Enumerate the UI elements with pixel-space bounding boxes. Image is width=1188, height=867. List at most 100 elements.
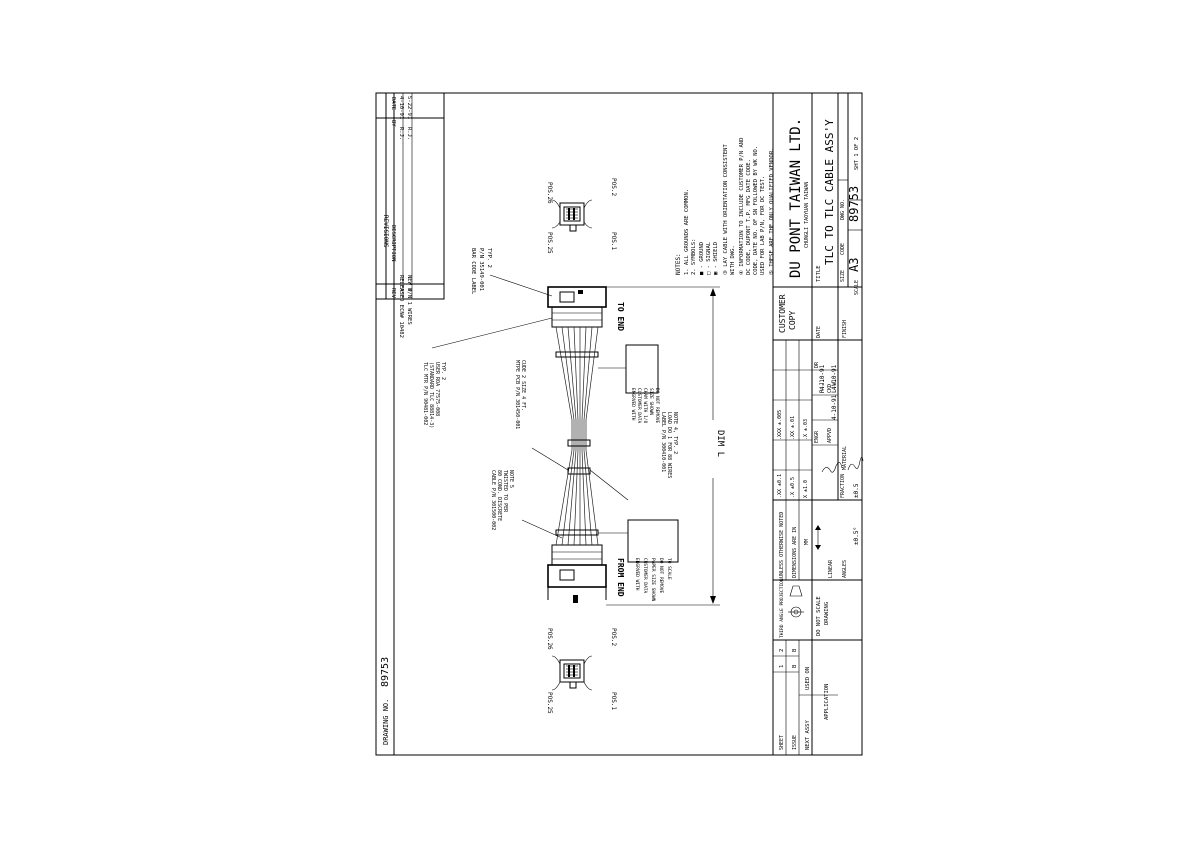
issue-row-issue-label: ISSUE: [792, 735, 798, 750]
application-label: APPLICATION: [824, 684, 830, 720]
tolerance-note: DIMENSIONS ARE IN: [792, 527, 798, 578]
bottom-pos-1: POS.1: [610, 692, 617, 710]
sheet-val-2: 2: [779, 649, 785, 652]
date-label: DATE: [816, 326, 822, 338]
callout-cable: CABLE P/N 301500-002 80 COND. DISCRETE T…: [490, 470, 563, 539]
bar-code-2: P/N 35149-001: [478, 248, 484, 291]
title-block: DU PONT TAIWAN LTD. CHUNGLI TAOYUAN TAIW…: [772, 92, 864, 756]
label-pn-2: LOAD DO 1 FOR 88 WIRES: [666, 412, 672, 478]
bar-code-1: BAR CODE LABEL: [470, 248, 476, 295]
customer-label-box-bottom: ENGRVED WITH CUSTOMER DATA PAPER SIZE SH…: [598, 519, 679, 602]
angles-value: ±0.5°: [853, 527, 860, 545]
cable-tie-2: [567, 467, 591, 475]
callout-label-pn: LABEL P/N 300410-001 LOAD DO 1 FOR 88 WI…: [589, 412, 678, 501]
mm-value-3: X ±1.0: [803, 480, 809, 498]
appr-role-4: APPVD: [827, 428, 833, 443]
issue-row-sheet-label: SHEET: [779, 735, 785, 750]
rev-a-desc: RELEASED ECN# 10482: [398, 275, 404, 338]
appr-role-1: DR: [814, 361, 820, 368]
signature-1: [821, 462, 843, 473]
rev-a: A: [398, 288, 404, 292]
tolerance-header: UNLESS OTHERWISE NOTED: [779, 512, 785, 578]
label-band-bottom: [555, 529, 599, 536]
issue-val-1: B: [792, 664, 798, 668]
callout-bar-code: BAR CODE LABEL P/N 35149-001 TYP. 2: [470, 248, 553, 297]
mm-value-2: .X ±0.5: [790, 477, 796, 498]
used-on-label: USED ON: [805, 667, 811, 690]
third-angle-projection-icon: [788, 585, 804, 618]
tlc-mtr-2: (STANDARD TLC 88814-3): [428, 362, 434, 428]
do-not-scale-2: DRAWING: [824, 602, 830, 625]
from-end-label: FROM END: [616, 558, 625, 597]
top-pos-1: POS.1: [610, 232, 617, 250]
drawing-no-value: 89753: [380, 657, 391, 687]
note-line-7: WITH DWG.: [730, 245, 736, 275]
inch-value-3: .X ±.03: [803, 419, 809, 440]
appr-name-2: L.W.: [831, 379, 838, 393]
mtpe-2: CUDE 2 SIZE 4 FT.: [520, 360, 526, 411]
connector-detail-bottom: POS.26 POS.2 POS.25 POS.1: [546, 628, 617, 714]
box-top-2: CUSTOMER DATA: [636, 388, 642, 424]
fraction-label: FRACTION: [840, 474, 846, 498]
note-line-8: ④ INFORMATION TO INCLUDE CUSTOMER P/N AN…: [738, 138, 745, 275]
note-line-11: USED FOR LAB P/N, FOR DC TEST.: [760, 176, 766, 275]
company-location: CHUNGLI TAOYUAN TAIWAN: [804, 182, 810, 248]
next-assy-label: NEXT ASSY: [805, 720, 811, 750]
cable-1: CABLE P/N 301500-002: [490, 470, 496, 530]
bottom-pos-25: POS.25: [546, 692, 553, 714]
box-bottom-4: DO NOT REMOVE: [658, 558, 664, 594]
bar-code-3: TYP. 2: [486, 248, 492, 268]
top-pos-2: POS.2: [610, 178, 617, 196]
tolerance-unit: MM: [804, 539, 810, 545]
box-top-1: ENGRVED WITH: [630, 388, 636, 421]
revisions-table: REVISIONS REV DESCRIPTION BY DATE A RELE…: [375, 92, 445, 338]
to-end-label: TO END: [616, 302, 625, 331]
customer-label-box-top: ENGRVED WITH CUSTOMER DATA CHAM WITH 1/8…: [598, 344, 660, 424]
appr-role-2: CKD: [827, 384, 833, 393]
company-name: DU PONT TAIWAN LTD.: [788, 118, 804, 278]
box-bottom-2: CUSTOMER DATA: [642, 558, 648, 594]
box-bottom-1: ENGRVED WITH: [634, 558, 640, 591]
drawing-title: TLC TO TLC CABLE ASS'Y: [823, 119, 836, 265]
from-end-connector: [547, 544, 607, 603]
box-top-3: CHAM WITH 1/8: [642, 388, 648, 424]
cable-assembly: TO END FROM END DIM L ENGRVED WITH CUSTO…: [422, 248, 725, 606]
customer-copy-2: COPY: [788, 311, 797, 330]
title-label: TITLE: [816, 265, 822, 282]
rev-col-date: DATE: [390, 97, 396, 110]
cable-4: NOTE 5: [508, 470, 514, 488]
finish-label: FINISH: [842, 320, 848, 338]
notes: NOTES: 1. ALL GROUNDS ARE COMMON. 2. SYM…: [675, 138, 775, 275]
code-label: CODE: [840, 243, 846, 255]
rev-a-date: 4-10-91: [398, 96, 404, 119]
inch-value-2: .XX ±.01: [790, 416, 796, 440]
sheet-number: SHT 1 OF 2: [854, 137, 860, 170]
mm-value-1: .XX ±0.1: [777, 474, 783, 498]
material-label: MATERIAL: [842, 446, 848, 470]
third-angle-label: THIRD ANGLE PROJECTION: [779, 578, 785, 638]
wire-bundle: [555, 326, 599, 546]
note-line-3: ■ - GROUND: [699, 242, 705, 275]
fraction-value: ±0.5: [853, 483, 860, 498]
box-top-5: DO NOT REMOVE: [654, 388, 660, 424]
mtpe-1: MTPE PCB P/N 301450-001: [514, 360, 520, 429]
signature-2: [847, 456, 864, 471]
angles-label: ANGLES: [842, 560, 848, 578]
notes-title: NOTES:: [675, 253, 682, 275]
note-line-6: ③ LAY CABLE WITH ORIENTATION CONSISTENT: [722, 144, 729, 275]
appr-date-2: 4-10-91: [831, 364, 838, 390]
cable-tie-1: [567, 439, 591, 447]
appr-name-1: R.J.: [819, 379, 826, 393]
rev-a-by: R.J.: [398, 127, 404, 140]
top-pos-25: POS.25: [546, 232, 553, 254]
box-bottom-3: PAPER SIZE SHOWN: [650, 558, 656, 602]
tlc-mtr-4: TYP. 2: [440, 362, 446, 380]
cable-3: TWISTED TO PER: [502, 470, 508, 513]
left-edge-strip: DRAWING NO. 89753: [380, 93, 395, 755]
sheet-val-1: 1: [779, 665, 785, 668]
bottom-pos-2: POS.2: [610, 628, 617, 646]
customer-copy-1: CUSTOMER: [778, 294, 787, 333]
tlc-mtr-1: TLC MTR P/N 90481-002: [422, 362, 428, 425]
label-pn-3: NOTE 4, TYP. 2: [672, 412, 678, 454]
